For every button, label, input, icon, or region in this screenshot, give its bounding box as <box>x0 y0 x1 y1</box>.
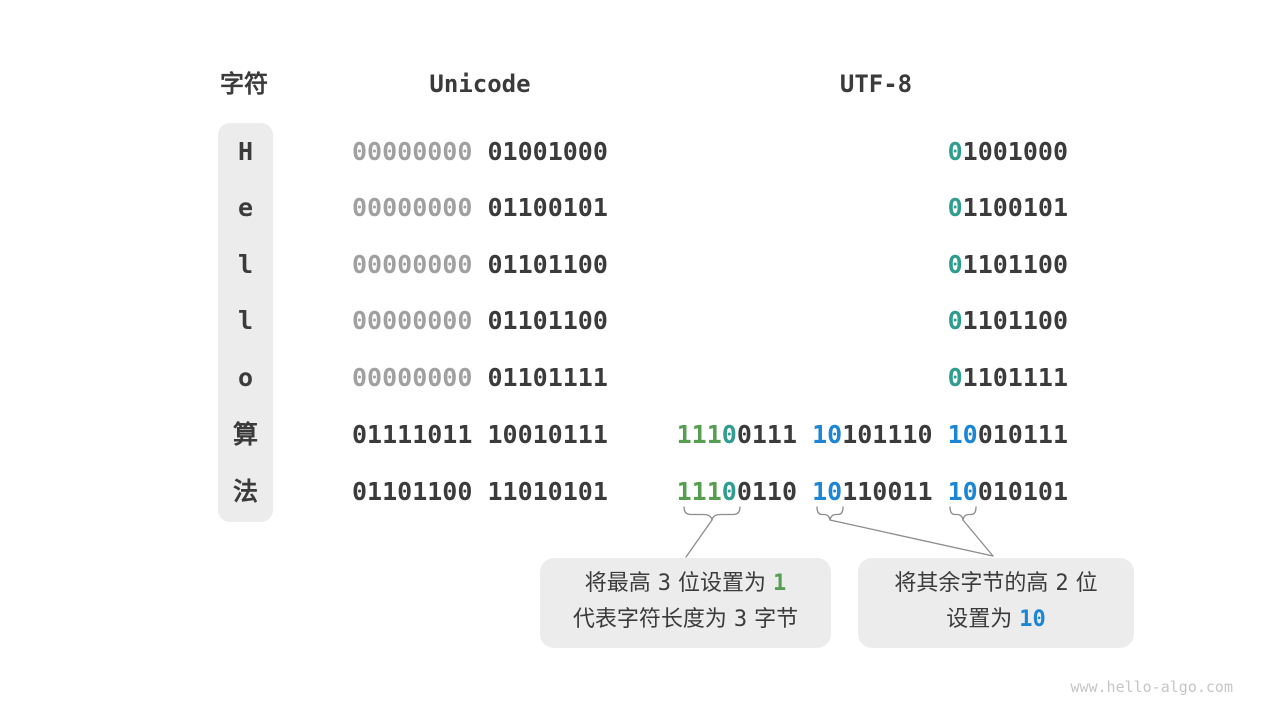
segment: 111 <box>676 477 722 506</box>
char-cell: l <box>237 250 254 279</box>
segment: 将其余字节的高 <box>894 571 1056 596</box>
connector-line-2 <box>829 519 994 557</box>
segment: 1100101 <box>962 193 1068 222</box>
callout-continuation-bits: 将其余字节的高 2 位设置为 10 <box>858 558 1134 648</box>
char-cell: l <box>237 306 254 335</box>
segment: 1 <box>773 571 787 596</box>
segment: 10 <box>812 477 843 506</box>
segment: 设置为 <box>946 607 1020 632</box>
segment: 10 <box>1019 607 1046 632</box>
char-cell: e <box>237 193 254 222</box>
segment: 10 <box>947 420 978 449</box>
segment: 10 <box>947 477 978 506</box>
segment: 00000000 <box>352 250 473 279</box>
unicode-cell: 01101100 11010101 <box>352 477 608 507</box>
segment: 代表字符长度为 <box>572 607 734 632</box>
unicode-cell: 00000000 01100101 <box>352 193 608 223</box>
segment: 00000000 <box>352 137 473 166</box>
segment: 00000000 <box>352 306 473 335</box>
segment: 1101100 <box>962 250 1068 279</box>
char-cell: o <box>237 363 254 392</box>
char-cell: 法 <box>232 477 258 506</box>
segment: 10 <box>812 420 843 449</box>
segment: 010101 <box>977 477 1068 506</box>
segment <box>472 250 487 279</box>
segment: 0 <box>947 193 963 222</box>
underbrace-prefix-1110 <box>683 506 741 521</box>
segment: 2 <box>1055 571 1069 596</box>
segment: 01100101 <box>487 193 608 222</box>
callout-text-line: 将其余字节的高 2 位 <box>858 566 1134 602</box>
segment: 0 <box>947 137 963 166</box>
segment: 0 <box>721 420 737 449</box>
segment: 0 <box>947 306 963 335</box>
segment <box>797 420 812 449</box>
segment: 1101100 <box>962 306 1068 335</box>
segment: 110011 <box>842 477 933 506</box>
utf8-cell: 11100110 10110011 10010101 <box>677 477 1068 507</box>
segment: 位设置为 <box>671 571 773 596</box>
segment <box>933 477 948 506</box>
segment <box>472 137 487 166</box>
unicode-cell: 00000000 01001000 <box>352 137 608 167</box>
unicode-cell: 00000000 01101100 <box>352 306 608 336</box>
utf8-cell: 01100101 <box>948 193 1068 223</box>
segment <box>472 363 487 392</box>
segment: 1001000 <box>962 137 1068 166</box>
callout-text-line: 设置为 10 <box>858 602 1134 638</box>
segment <box>797 477 812 506</box>
char-cell: 算 <box>232 420 258 449</box>
segment: 01101100 <box>487 306 608 335</box>
header-unicode: Unicode <box>429 70 531 98</box>
segment: 01101100 11010101 <box>352 477 608 506</box>
segment: 010111 <box>977 420 1068 449</box>
segment: 0111 <box>736 420 798 449</box>
segment: 111 <box>676 420 722 449</box>
underbrace-prefix-10-byte2 <box>816 506 844 521</box>
segment: 0 <box>947 250 963 279</box>
segment: 00000000 <box>352 363 473 392</box>
underbrace-prefix-10-byte3 <box>949 506 977 521</box>
connector-line-1 <box>685 519 713 558</box>
segment: 01111011 10010111 <box>352 420 608 449</box>
segment: 01101111 <box>487 363 608 392</box>
segment: 字节 <box>747 607 799 632</box>
callout-text-line: 代表字符长度为 3 字节 <box>540 602 831 638</box>
utf8-cell: 01101100 <box>948 250 1068 280</box>
segment: 1101111 <box>962 363 1068 392</box>
segment <box>472 306 487 335</box>
segment: 3 <box>657 571 671 596</box>
header-char: 字符 <box>220 70 268 98</box>
segment <box>472 193 487 222</box>
utf8-cell: 01101100 <box>948 306 1068 336</box>
callout-text-line: 将最高 3 位设置为 1 <box>540 566 831 602</box>
segment: 0 <box>947 363 963 392</box>
connector-line-3 <box>962 519 994 557</box>
segment: 01101100 <box>487 250 608 279</box>
segment <box>933 420 948 449</box>
segment: 将最高 <box>584 571 658 596</box>
header-utf8: UTF-8 <box>839 70 913 98</box>
utf8-cell: 01101111 <box>948 363 1068 393</box>
segment: 00000000 <box>352 193 473 222</box>
segment: 0 <box>721 477 737 506</box>
unicode-cell: 00000000 01101100 <box>352 250 608 280</box>
watermark: www.hello-algo.com <box>1070 678 1233 696</box>
segment: 0110 <box>736 477 798 506</box>
char-cell: H <box>237 137 254 166</box>
utf8-cell: 01001000 <box>948 137 1068 167</box>
unicode-cell: 01111011 10010111 <box>352 420 608 450</box>
segment: 位 <box>1068 571 1098 596</box>
segment: 101110 <box>842 420 933 449</box>
char-column-panel <box>218 123 273 522</box>
segment: 3 <box>733 607 748 632</box>
segment: 01001000 <box>487 137 608 166</box>
utf8-cell: 11100111 10101110 10010111 <box>677 420 1068 450</box>
unicode-cell: 00000000 01101111 <box>352 363 608 393</box>
